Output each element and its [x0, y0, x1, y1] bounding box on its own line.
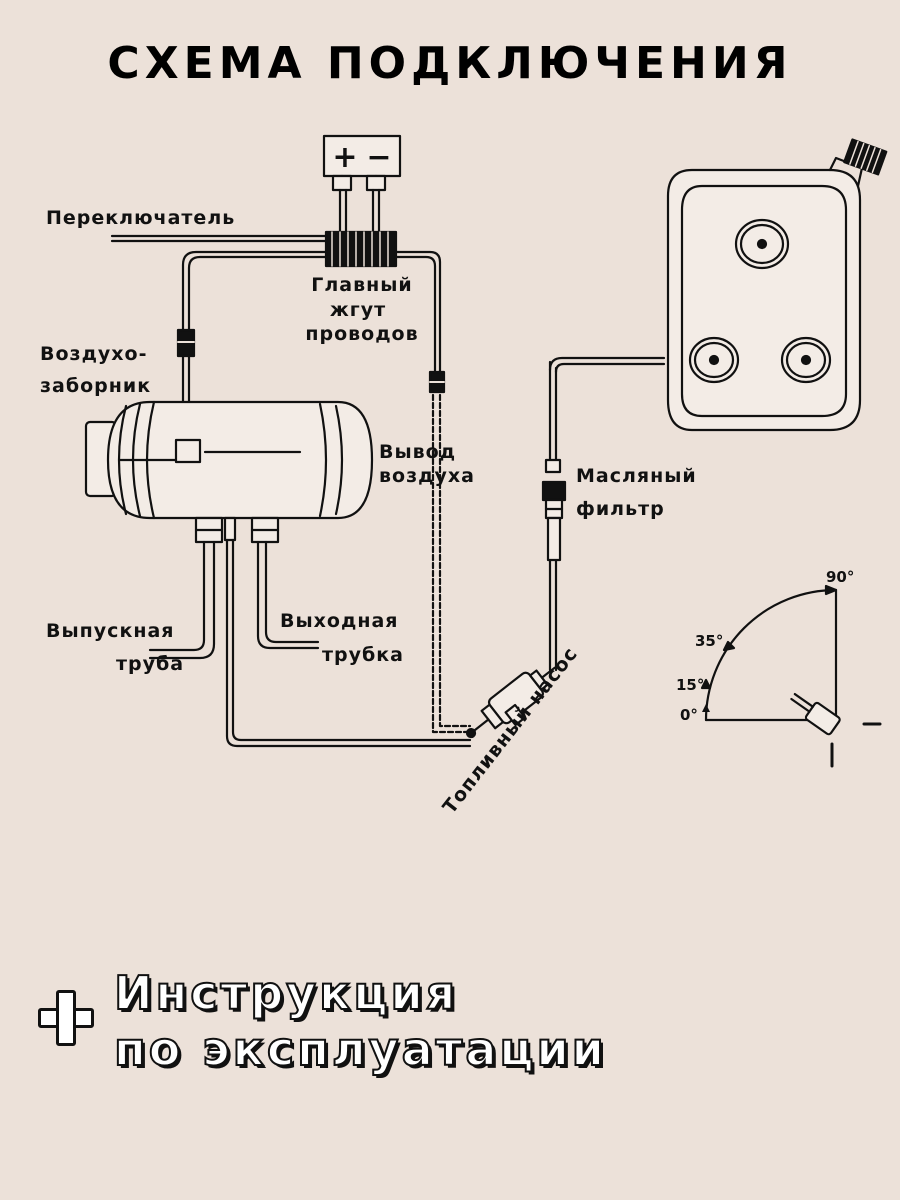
footer-line1: Инструкция [113, 965, 459, 1021]
battery-plus: + [332, 140, 357, 175]
outlet-label-line1: Вывод [379, 441, 456, 463]
out-tube-label-line2: трубка [322, 644, 404, 666]
exhaust-label-line2: труба [116, 653, 184, 675]
heater-icon [84, 400, 374, 520]
intake-label-line1: Воздухо- [40, 343, 148, 365]
filter-label-line1: Масляный [576, 465, 697, 487]
harness-label-line2: жгут [330, 299, 386, 321]
harness-label-line1: Главный [311, 274, 413, 296]
harness-label-line3: проводов [305, 323, 418, 345]
switch-wire [110, 234, 328, 243]
exhaust-label-line1: Выпускная [46, 620, 174, 642]
harness-wire-right [394, 250, 472, 734]
fuel-line-tank [548, 356, 666, 672]
out-tube-label-line1: Выходная [280, 610, 398, 632]
outlet-tube [250, 516, 320, 650]
battery-minus: − [366, 140, 391, 175]
angle-diagram [700, 584, 882, 768]
harness-connector-icon [324, 230, 398, 268]
filter-label-line2: фильтр [576, 498, 665, 520]
angle-35-label: 35° [695, 632, 723, 650]
battery-icon [322, 134, 402, 234]
oil-filter-icon [541, 458, 567, 562]
intake-label-line2: заборник [40, 375, 151, 397]
footer-caption: Инструкция по эксплуатации [113, 965, 607, 1077]
page-title: СХЕМА ПОДКЛЮЧЕНИЯ [107, 38, 793, 89]
fuel-pump-icon [465, 666, 556, 739]
switch-label: Переключатель [46, 207, 235, 229]
footer-line2: по эксплуатации [113, 1021, 607, 1077]
plus-icon [38, 990, 94, 1046]
angle-15-label: 15° [676, 676, 704, 694]
fuel-tank-icon [666, 138, 888, 432]
angle-0-label: 0° [680, 706, 698, 724]
outlet-label-line2: воздуха [379, 465, 475, 487]
fuel-line-heater [223, 516, 472, 748]
pump-label: Топливный насос [439, 643, 583, 818]
harness-wire-left [176, 250, 328, 442]
exhaust-pipe [148, 516, 224, 660]
angle-90-label: 90° [826, 568, 854, 586]
